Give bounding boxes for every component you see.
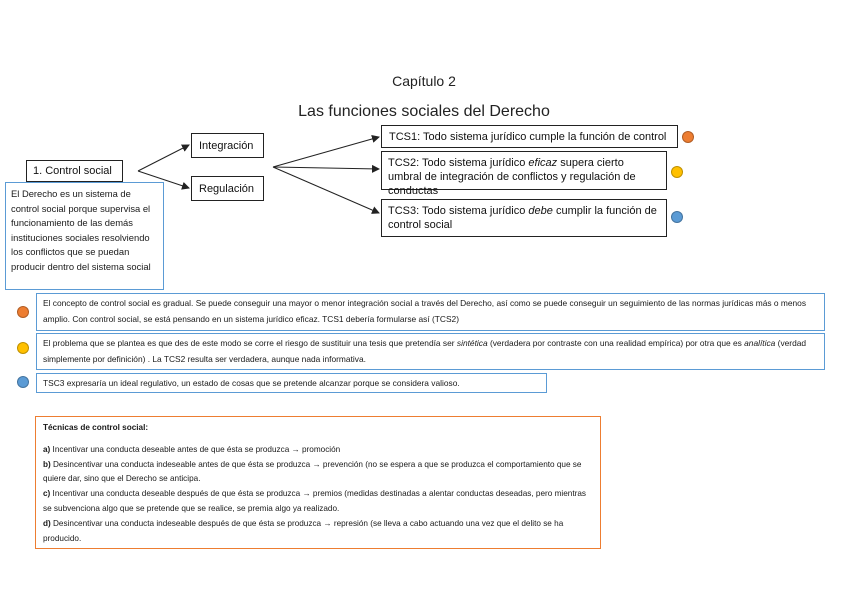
note-text-2-em2: analítica [744,338,776,348]
technique-item: c) Incentivar una conducta deseable desp… [43,487,593,517]
technique-item: b) Desincentivar una conducta indeseable… [43,458,593,488]
tcs2-box: TCS2: Todo sistema jurídico eficaz super… [381,151,667,197]
technique-letter: b) [43,459,51,469]
note-text-2-post: (verdad simplemente por definición) . La… [43,338,807,365]
tcs3-text-pre: TCS3: Todo sistema jurídico [388,205,529,217]
techniques-heading-text: Técnicas de control social: [43,423,149,432]
orange-marker-icon [682,131,694,143]
technique-text: Desincentivar una conducta indeseable an… [43,459,582,484]
blue-marker-icon [17,376,29,388]
tcs2-text-post: supera cierto umbral de integración de c… [388,157,636,197]
tcs3-text-post: cumplir la función de control social [388,205,657,231]
note-text-3: TSC3 expresaría un ideal regulativo, un … [43,378,460,388]
yellow-marker-icon [17,342,29,354]
tcs1-text: TCS1: Todo sistema jurídico cumple la fu… [389,131,667,143]
techniques-heading: Técnicas de control social: [43,421,593,436]
tcs3-text-em: debe [528,205,553,217]
blue-marker-icon [671,211,683,223]
technique-letter: c) [43,489,51,499]
integracion-label: Integración [199,140,254,152]
yellow-marker-icon [671,166,683,178]
note-text-2-em1: sintética [456,338,488,348]
note-box-1: El concepto de control social es gradual… [36,293,825,331]
technique-letter: d) [43,518,51,528]
note-text-1: El concepto de control social es gradual… [43,298,807,325]
page-title: Las funciones sociales del Derecho [298,103,550,120]
technique-item: a) Incentivar una conducta deseable ante… [43,443,593,458]
tcs3-box: TCS3: Todo sistema jurídico debe cumplir… [381,199,667,237]
technique-letter: a) [43,444,51,454]
note-text-2-mid: (verdadera por contraste con una realida… [487,338,745,348]
technique-text: Incentivar una conducta deseable antes d… [50,444,341,454]
definition-box: El Derecho es un sistema de control soci… [5,182,164,290]
note-box-3: TSC3 expresaría un ideal regulativo, un … [36,373,547,393]
tcs1-box: TCS1: Todo sistema jurídico cumple la fu… [381,125,678,148]
technique-item: d) Desincentivar una conducta indeseable… [43,517,593,547]
integracion-box: Integración [191,133,264,158]
note-text-2-pre: El problema que se plantea es que des de… [43,338,457,348]
regulacion-box: Regulación [191,176,264,201]
tcs2-text-em: eficaz [528,157,558,169]
techniques-box: Técnicas de control social: a) Incentiva… [35,416,601,549]
technique-text: Desincentivar una conducta indeseable de… [43,518,564,543]
note-box-2: El problema que se plantea es que des de… [36,333,825,370]
technique-text: Incentivar una conducta deseable después… [43,489,586,513]
orange-marker-icon [17,306,29,318]
definition-text: El Derecho es un sistema de control soci… [11,188,151,272]
regulacion-label: Regulación [199,183,255,195]
control-social-box: 1. Control social [26,160,123,182]
chapter-label: Capítulo 2 [392,73,456,89]
control-social-label: 1. Control social [33,165,112,177]
tcs2-text-pre: TCS2: Todo sistema jurídico [388,157,529,169]
